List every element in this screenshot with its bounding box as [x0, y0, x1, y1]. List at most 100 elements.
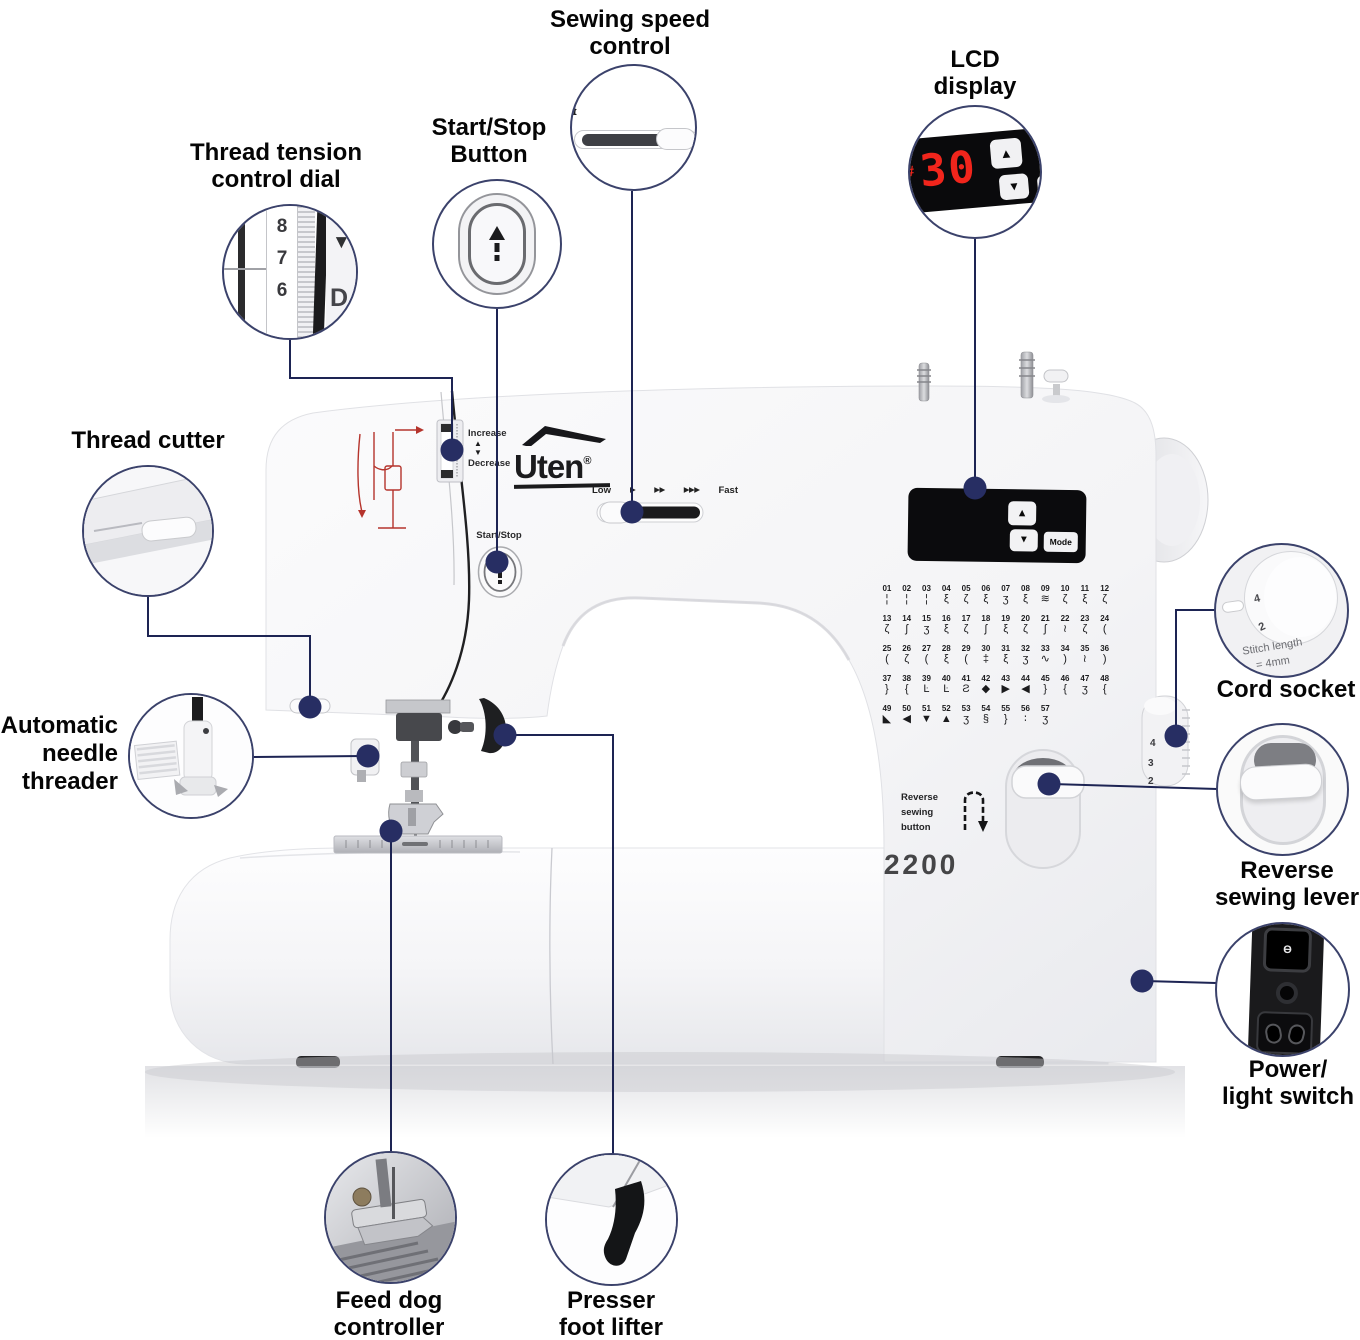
- dot-power: [1130, 969, 1154, 993]
- stitch-cell: 44 ◀: [1016, 674, 1036, 704]
- tension-tick: 7: [276, 248, 288, 269]
- stitch-pattern-glyph: ζ: [904, 653, 910, 665]
- stitch-cell: 09 ≋: [1035, 584, 1055, 614]
- stitch-cell: 45 }: [1035, 674, 1055, 704]
- stitch-number: 55: [1001, 704, 1011, 713]
- line-cutter: [147, 597, 311, 703]
- stitch-pattern-glyph: ∶: [1024, 713, 1027, 725]
- stitch-number: 18: [981, 614, 991, 623]
- stitch-cell: 34 ): [1055, 644, 1075, 674]
- dial-side-panel: [326, 206, 356, 338]
- start-stop-label: Start/Stop: [476, 530, 522, 541]
- stitch-pattern-glyph: ζ: [1082, 623, 1088, 635]
- presser-lifter-zoom-circle: [545, 1153, 678, 1286]
- stitch-number: 45: [1040, 674, 1050, 683]
- stitch-cell: 35 ≀: [1075, 644, 1095, 674]
- lcd-down-button: ▼: [998, 173, 1030, 201]
- stitch-cell: 55 }: [996, 704, 1016, 734]
- stitch-number: 53: [961, 704, 971, 713]
- stitch-number: 31: [1001, 644, 1011, 653]
- stitch-cell: 19 ξ: [996, 614, 1016, 644]
- thread-cutter-zoom-circle: [82, 465, 214, 597]
- stitch-pattern-glyph: {: [1102, 683, 1107, 695]
- thread-cutter-detail: [84, 467, 212, 595]
- up-arrow-icon: ▲: [474, 439, 482, 448]
- logo-roof-icon: [522, 426, 606, 446]
- stitch-number: 10: [1060, 584, 1070, 593]
- stitch-cell: 50 ◀: [897, 704, 917, 734]
- callout-label-needle-threader: Automatic needle threader: [0, 712, 118, 795]
- stitch-pattern-glyph: ◀: [1021, 683, 1030, 695]
- stitch-number: 23: [1080, 614, 1090, 623]
- stitch-number: 43: [1001, 674, 1011, 683]
- dot-lcd: [963, 476, 987, 500]
- dot-cutter: [298, 695, 322, 719]
- lcd-panel: # 30 ▲ ▼ Mode: [910, 125, 1040, 215]
- stitch-cell: 54 §: [976, 704, 996, 734]
- stitch-number: 29: [961, 644, 971, 653]
- stitch-number: 15: [922, 614, 931, 623]
- stitch-pattern-glyph: ʒ: [1002, 593, 1009, 605]
- power-switch-zoom-circle: − O: [1215, 922, 1350, 1057]
- stitch-pattern-glyph: ◆: [981, 683, 991, 695]
- needle-plate: [333, 835, 503, 854]
- stitch-pattern-glyph: ʒ: [1042, 713, 1049, 725]
- stitch-number: 06: [981, 584, 991, 593]
- stitch-number: 08: [1021, 584, 1030, 593]
- stitch-cell: 30 ‡: [976, 644, 996, 674]
- line-cord: [1175, 609, 1216, 732]
- stitch-pattern-glyph: (: [924, 653, 929, 665]
- stitch-cell: 22 ≀: [1055, 614, 1075, 644]
- stitch-cell: 25 (: [877, 644, 897, 674]
- dial-tick-3: 3: [1148, 758, 1154, 769]
- tension-dial-zoom-circle: 8 7 6 ▼ D: [222, 204, 358, 340]
- machine-foot: [296, 1056, 340, 1068]
- stitch-pattern-glyph: ζ: [884, 623, 890, 635]
- stitch-pattern-glyph: ζ: [963, 593, 969, 605]
- harp-inner-shadow: [561, 596, 851, 661]
- down-arrow-icon: ▼: [332, 232, 351, 253]
- registered-mark: ®: [583, 455, 591, 467]
- stitch-cell: 23 ζ: [1075, 614, 1095, 644]
- stitch-number: 17: [961, 614, 971, 623]
- stitch-number: 51: [922, 704, 931, 713]
- stitch-pattern-glyph: ʒ: [963, 713, 970, 725]
- needle-threader-zoom-circle: [128, 693, 254, 819]
- line-presser: [508, 734, 614, 1155]
- inlet-hole: [1286, 1022, 1307, 1047]
- stitch-pattern-glyph: §: [982, 713, 989, 725]
- feed-dog-zoom-circle: [324, 1151, 457, 1284]
- stitch-cell: 53 ʒ: [956, 704, 976, 734]
- stitch-length-value: = 4mm: [1255, 654, 1291, 672]
- stitch-cell: 28 ξ: [936, 644, 956, 674]
- stitch-chart: 01 ¦ 02 ¦ 03 ¦ 04 ξ 05 ζ: [877, 584, 1117, 734]
- stitch-pattern-glyph: ξ: [983, 593, 989, 605]
- stitch-cell: 41 Ƨ: [956, 674, 976, 704]
- stitch-cell: 46 {: [1055, 674, 1075, 704]
- stitch-length-zoom-circle: 4 2 Stitch length = 4mm: [1214, 543, 1349, 678]
- stitch-cell: 05 ζ: [956, 584, 976, 614]
- stitch-cell: 15 ʒ: [917, 614, 937, 644]
- dial-tick-4: 4: [1150, 738, 1156, 749]
- stitch-pattern-glyph: ): [1102, 653, 1107, 665]
- stitch-number: 27: [922, 644, 931, 653]
- stitch-cell: 27 (: [917, 644, 937, 674]
- stitch-pattern-glyph: ξ: [943, 653, 949, 665]
- dot-startstop: [485, 550, 509, 574]
- stitch-number: 34: [1060, 644, 1070, 653]
- stitch-cell: 06 ξ: [976, 584, 996, 614]
- stitch-cell: 48 {: [1095, 674, 1115, 704]
- stitch-cell: 08 ξ: [1016, 584, 1036, 614]
- stitch-cell: 07 ʒ: [996, 584, 1016, 614]
- knurled-wheel: [298, 206, 315, 338]
- needle-threader-detail: [130, 695, 252, 817]
- presser-lifter-detail: [547, 1155, 676, 1284]
- stitch-number: 50: [902, 704, 912, 713]
- stitch-number: 04: [941, 584, 951, 593]
- stitch-cell: 20 ζ: [1016, 614, 1036, 644]
- stitch-pattern-glyph: ξ: [943, 593, 949, 605]
